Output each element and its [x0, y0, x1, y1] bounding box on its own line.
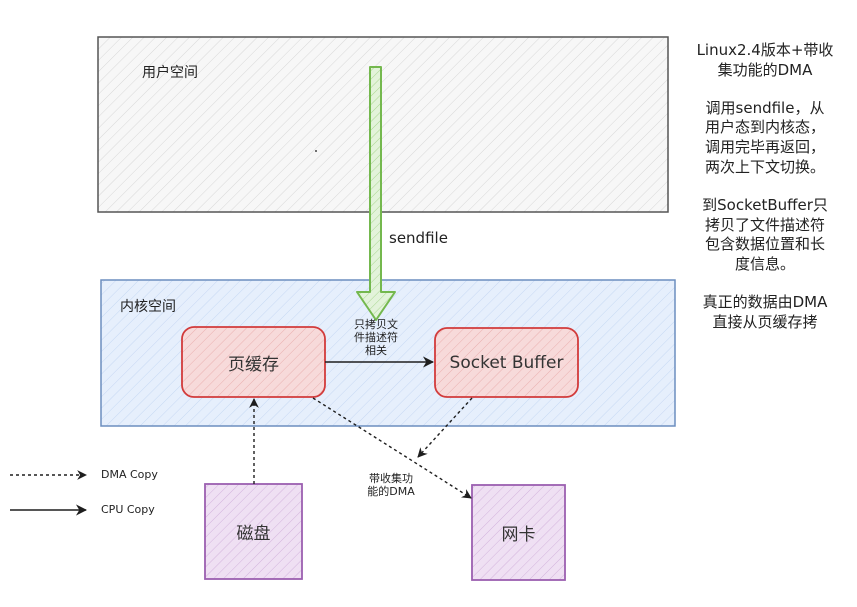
note-line: 度信息。	[734, 255, 795, 274]
page-cache-label: 页缓存	[228, 354, 279, 375]
fd-copy-label-line: 件描述符	[354, 331, 398, 345]
note-line: 拷贝了文件描述符	[704, 215, 825, 234]
socket-buffer-box[interactable]	[434, 327, 579, 398]
note-paragraph: 调用sendfile，从 用户态到内核态， 调用完毕再返回， 两次上下文切换。	[676, 99, 854, 178]
note-line: Linux2.4版本+带收	[696, 41, 834, 59]
socket-buffer-label: Socket Buffer	[449, 352, 564, 373]
sendfile-arrow	[356, 66, 396, 321]
note-paragraph: 到SocketBuffer只 拷贝了文件描述符 包含数据位置和长 度信息。	[676, 196, 854, 275]
note-line: 到SocketBuffer只	[702, 195, 828, 214]
dma-cache-to-nic-arrow	[312, 397, 472, 499]
legend-dma-label: DMA Copy	[101, 468, 158, 481]
note-line: 两次上下文切换。	[704, 157, 825, 176]
side-notes: Linux2.4版本+带收 集功能的DMA 调用sendfile，从 用户态到内…	[676, 41, 854, 351]
fd-copy-label-line: 只拷贝文	[354, 318, 398, 331]
note-line: 真正的数据由DMA	[702, 292, 828, 311]
dma-socket-to-nic-arrow	[417, 397, 473, 458]
fd-copy-label-line: 相关	[365, 344, 387, 358]
note-line: 用户态到内核态，	[704, 118, 825, 137]
sendfile-label: sendfile	[389, 229, 448, 247]
fd-copy-label: 只拷贝文 件描述符 相关	[345, 318, 407, 358]
user-space-label: 用户空间	[142, 65, 198, 81]
legend-cpu-label: CPU Copy	[101, 503, 155, 516]
dma-gather-label: 带收集功 能的DMA	[360, 472, 422, 498]
note-line: 直接从页缓存拷	[712, 312, 818, 331]
note-line: 调用完毕再返回，	[704, 138, 825, 157]
note-line: 调用sendfile，从	[705, 98, 825, 117]
nic-label: 网卡	[501, 525, 536, 545]
disk-label: 磁盘	[236, 524, 271, 544]
note-line: 集功能的DMA	[717, 60, 813, 79]
dma-gather-label-line: 能的DMA	[367, 485, 415, 499]
dma-gather-label-line: 带收集功	[369, 472, 413, 485]
user-space-region	[97, 36, 669, 213]
note-line: 包含数据位置和长	[704, 235, 825, 254]
nic-box[interactable]	[471, 484, 566, 581]
note-paragraph: 真正的数据由DMA 直接从页缓存拷	[676, 293, 854, 333]
note-paragraph: Linux2.4版本+带收 集功能的DMA	[676, 41, 854, 81]
stray-dot	[315, 150, 317, 152]
kernel-space-label: 内核空间	[120, 299, 176, 315]
